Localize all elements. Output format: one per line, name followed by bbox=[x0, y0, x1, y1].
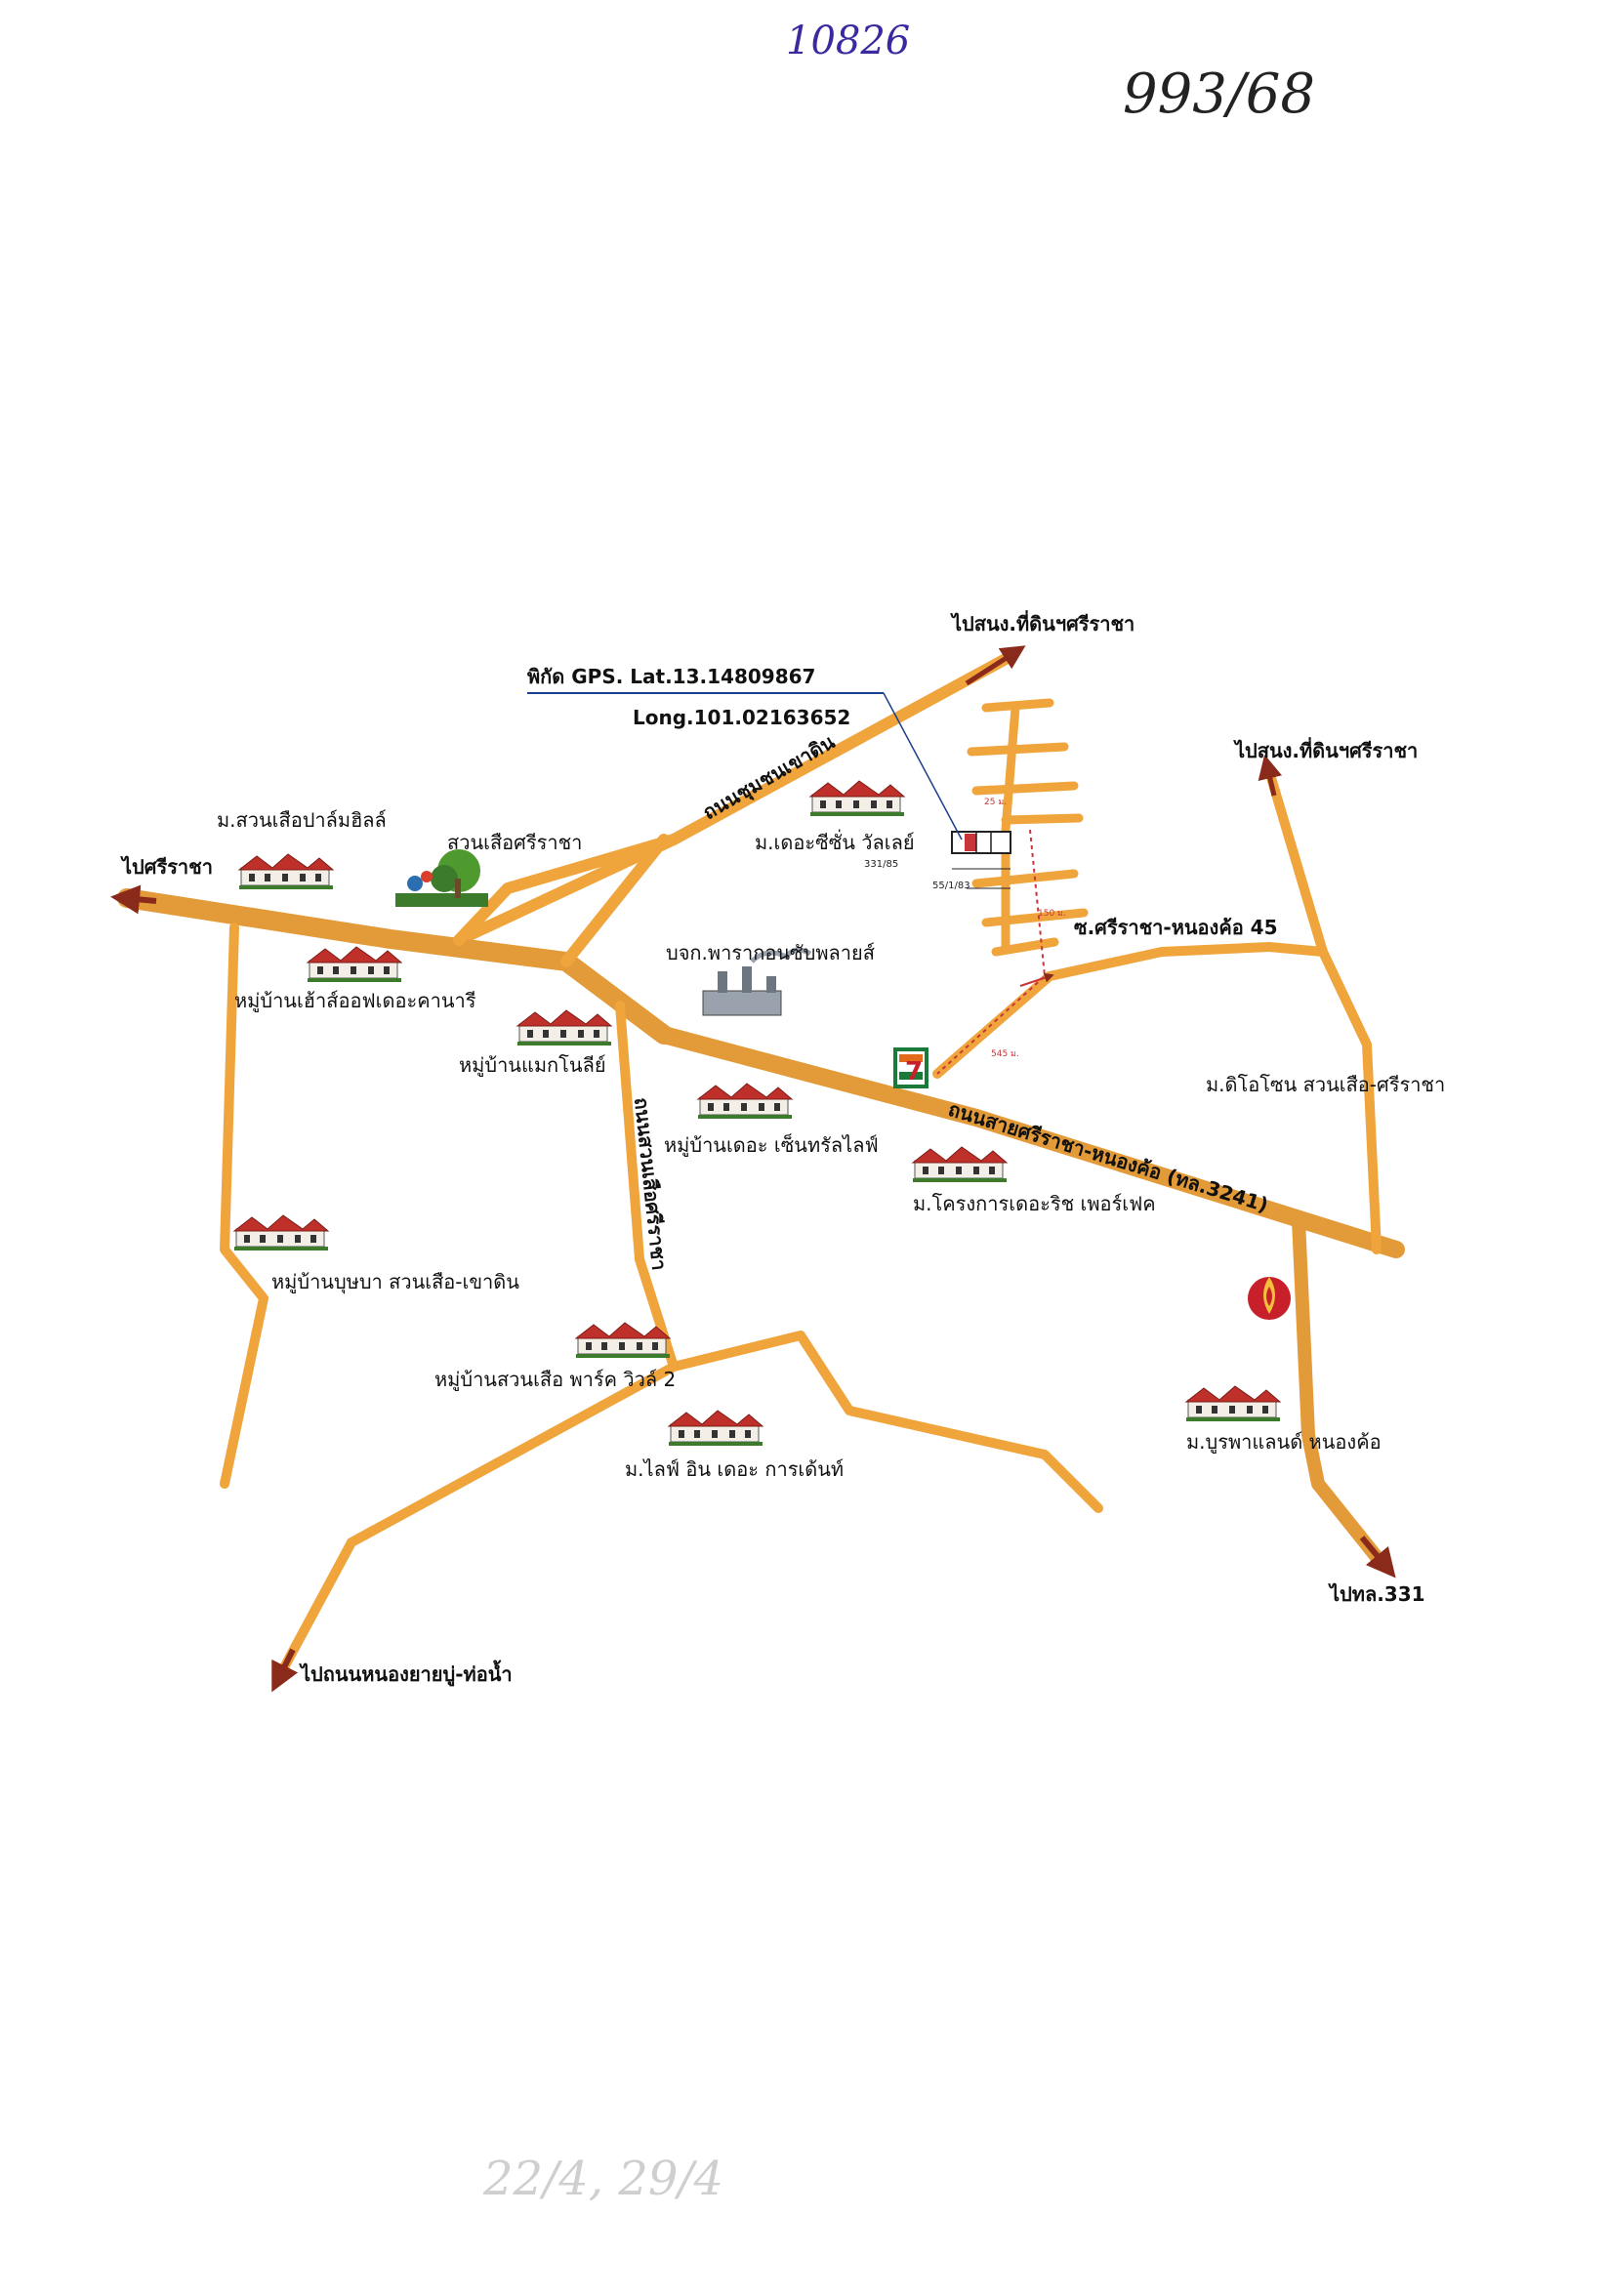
place-label-central-life: หมู่บ้านเดอะ เซ็นทรัลไลฟ์ bbox=[664, 1132, 879, 1158]
road-subdivision-1 bbox=[981, 698, 1054, 713]
plot-number-1: 331/85 bbox=[864, 859, 898, 870]
road-main-3241 bbox=[655, 1026, 1405, 1258]
direction-label-land-office-top: ไปสนง.ที่ดินฯศรีราชา bbox=[950, 609, 1135, 636]
road-subdivision-5 bbox=[971, 869, 1079, 888]
road-east-331 bbox=[1292, 1213, 1383, 1564]
gps-latitude: พิกัด GPS. Lat.13.14809867 bbox=[527, 665, 815, 688]
place-label-dio-zone: ม.ดิโอโซน สวนเสือ-ศรีราชา bbox=[1206, 1073, 1445, 1096]
road-soi-45 bbox=[1045, 942, 1328, 981]
house-icon bbox=[575, 1322, 671, 1359]
road-link-north bbox=[560, 834, 670, 967]
road-link-zoo bbox=[453, 834, 680, 946]
road-331-arrow bbox=[1359, 1536, 1396, 1578]
gps-leader bbox=[883, 692, 963, 840]
road-right-vertical bbox=[1264, 766, 1382, 1254]
road-subdivision-6 bbox=[981, 908, 1089, 927]
distance-label-545m: 545 ม. bbox=[991, 1049, 1019, 1059]
place-label-paragon: บจก.พารากอนซับพลายส์ bbox=[666, 941, 875, 964]
house-icon bbox=[238, 853, 334, 890]
house-icon bbox=[809, 780, 905, 817]
road-suanseua bbox=[615, 1001, 679, 1372]
direction-label-land-office-right: ไปสนง.ที่ดินฯศรีราชา bbox=[1233, 736, 1418, 762]
road-lower-arrow bbox=[271, 1648, 299, 1693]
factory-icon bbox=[702, 947, 812, 1016]
road-main-west-arrow bbox=[110, 884, 157, 915]
road-network bbox=[110, 645, 1405, 1693]
distance-label-150m: 150 ม. bbox=[1038, 909, 1066, 919]
road-label-soi-45: ซ.ศรีราชา-หนองค้อ 45 bbox=[1074, 916, 1278, 939]
gps-longitude: Long.101.02163652 bbox=[633, 706, 850, 729]
house-icon bbox=[697, 1083, 793, 1120]
road-chumchon-arrow bbox=[965, 645, 1026, 686]
plot-number-2: 55/1/83 bbox=[932, 881, 970, 891]
handwritten-top-number: 10826 bbox=[786, 19, 910, 63]
road-subdivision-4 bbox=[1001, 813, 1084, 825]
house-icon bbox=[1185, 1385, 1281, 1422]
direction-label-331: ไปทล.331 bbox=[1328, 1582, 1425, 1606]
house-icon bbox=[668, 1410, 763, 1447]
distance-arrow bbox=[1019, 972, 1054, 987]
house-icon bbox=[307, 946, 402, 983]
handwritten-bottom-dates: 22/4, 29/4 bbox=[482, 2152, 723, 2206]
road-subdivision-spine bbox=[1001, 703, 1020, 952]
road-subdivision-3 bbox=[971, 781, 1079, 796]
place-label-suanseua-palm: ม.สวนเสือปาล์มฮิลล์ bbox=[217, 808, 387, 832]
road-main-west bbox=[117, 888, 674, 1045]
place-label-park-ville: หมู่บ้านสวนเสือ พาร์ค วิวล์ 2 bbox=[434, 1368, 676, 1392]
place-label-house-of-kanari: หมู่บ้านเฮ้าส์ออฟเดอะคานารี bbox=[234, 989, 476, 1013]
place-label-magnolia: หมู่บ้านแมกโนลีย์ bbox=[459, 1053, 606, 1078]
distance-label-25m: 25 ม. bbox=[984, 798, 1007, 807]
road-subdivision-2 bbox=[967, 742, 1069, 757]
handwritten-case-number: 993/68 bbox=[1123, 62, 1315, 126]
house-icon bbox=[233, 1214, 329, 1251]
road-subdivision-7 bbox=[991, 937, 1059, 957]
house-icon bbox=[912, 1146, 1008, 1183]
zoo-tree-icon bbox=[395, 849, 488, 907]
road-lower bbox=[347, 1331, 1103, 1547]
road-lower-southwest bbox=[278, 1538, 356, 1674]
place-label-burapha-land: ม.บูรพาแลนด์ หนองค้อ bbox=[1186, 1430, 1382, 1455]
convenience-store-icon: 7 bbox=[893, 1047, 928, 1088]
place-label-bussaba: หมู่บ้านบุษบา สวนเสือ-เขาดิน bbox=[271, 1270, 519, 1294]
distance-path-dotted bbox=[936, 829, 1047, 1075]
road-left-vertical bbox=[220, 922, 268, 1489]
house-icon bbox=[516, 1009, 612, 1046]
place-label-tiger-zoo: สวนเสือศรีราชา bbox=[447, 831, 582, 854]
svg-text:7: 7 bbox=[905, 1057, 923, 1086]
direction-label-sriracha: ไปศรีราชา bbox=[120, 855, 213, 879]
place-label-life-in-garden: ม.ไลฟ์ อิน เดอะ การเด้นท์ bbox=[625, 1457, 844, 1481]
place-label-the-season: ม.เดอะซีซั่น วัลเลย์ bbox=[755, 829, 915, 854]
gas-station-icon bbox=[1248, 1277, 1291, 1320]
place-label-the-rich: ม.โครงการเดอะริช เพอร์เฟค bbox=[913, 1192, 1156, 1215]
direction-label-nongyai: ไปถนนหนองยายบู่-ท่อน้ำ bbox=[299, 1660, 513, 1688]
road-soi-link bbox=[932, 971, 1054, 1079]
road-right-arrow bbox=[1258, 754, 1283, 797]
property-plot bbox=[951, 831, 1011, 889]
